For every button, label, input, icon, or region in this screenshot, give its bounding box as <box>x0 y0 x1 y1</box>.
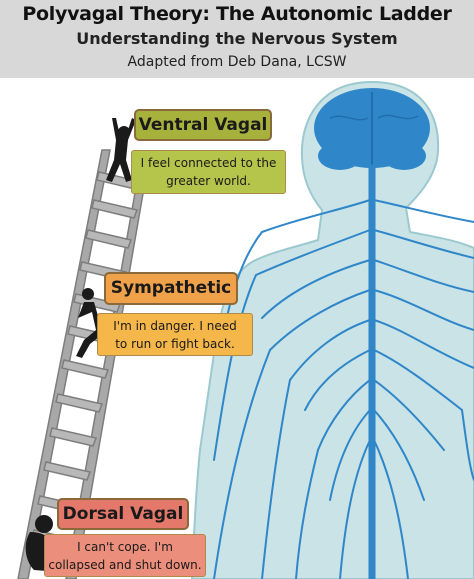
dorsal-vagal-description: I can't cope. I'm collapsed and shut dow… <box>44 534 206 577</box>
sympathetic-description: I'm in danger. I need to run or fight ba… <box>97 313 253 356</box>
credit-line: Adapted from Deb Dana, LCSW <box>127 54 347 70</box>
dorsal-vagal-label: Dorsal Vagal <box>57 498 189 530</box>
page-subtitle: Understanding the Nervous System <box>76 29 398 48</box>
sympathetic-title: Sympathetic <box>110 278 232 298</box>
ladder-icon <box>17 149 149 579</box>
climbing-figure-icon <box>106 118 136 182</box>
dorsal-vagal-title: Dorsal Vagal <box>62 504 184 524</box>
page-title: Polyvagal Theory: The Autonomic Ladder <box>22 3 452 25</box>
ventral-vagal-line-1: I feel connected to the <box>140 156 277 170</box>
dorsal-vagal-line-1: I can't cope. I'm <box>77 540 173 554</box>
ventral-vagal-line-2: greater world. <box>166 174 251 188</box>
sympathetic-label: Sympathetic <box>104 272 238 305</box>
ventral-vagal-title: Ventral Vagal <box>138 115 268 135</box>
dorsal-vagal-line-2: collapsed and shut down. <box>48 558 202 572</box>
ventral-vagal-label: Ventral Vagal <box>134 109 272 141</box>
climbing-figure-icon <box>76 288 100 358</box>
sympathetic-line-2: to run or fight back. <box>115 337 235 351</box>
sympathetic-line-1: I'm in danger. I need <box>113 319 237 333</box>
header-banner: Polyvagal Theory: The Autonomic Ladder U… <box>0 0 474 78</box>
ventral-vagal-description: I feel connected to the greater world. <box>131 150 286 194</box>
brain-icon <box>314 88 430 170</box>
